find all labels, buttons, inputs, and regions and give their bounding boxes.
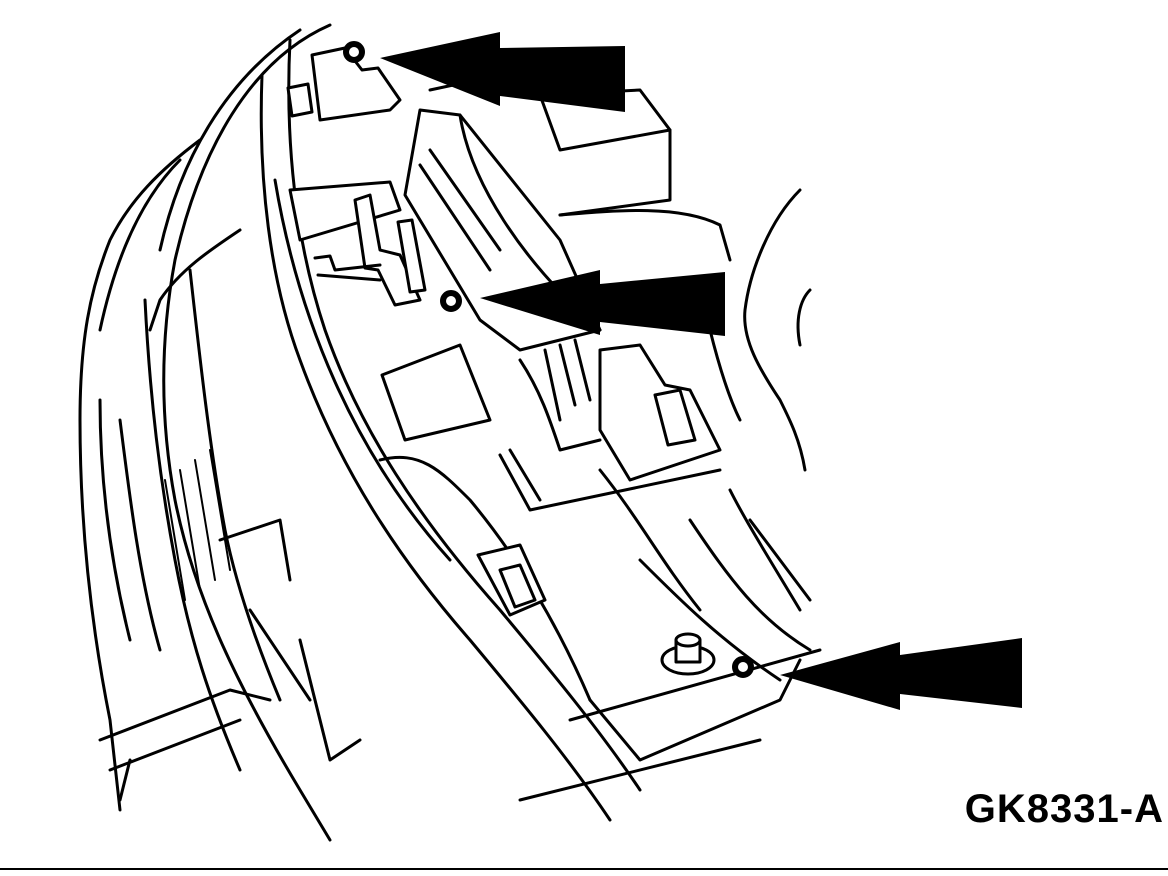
lower-clip — [498, 328, 742, 512]
figure-code: GK8331-A — [964, 787, 1164, 831]
square-pad — [380, 343, 492, 442]
outer-panel-curves — [78, 23, 362, 842]
arrow-left-icon — [380, 32, 625, 112]
callout-arrows — [380, 32, 1022, 710]
stud-post — [660, 632, 716, 676]
right-side-curves — [728, 188, 812, 612]
connector-latch — [288, 180, 427, 307]
fastener-hole-icon — [732, 656, 754, 678]
arrow-left-icon — [480, 270, 725, 336]
fastener-hole-icon — [343, 41, 365, 63]
center-panel — [259, 38, 822, 822]
arrow-left-icon — [780, 638, 1022, 710]
bottom-rule — [0, 868, 1168, 870]
slot-window — [476, 543, 547, 617]
fastener-holes — [343, 41, 754, 678]
fastener-hole-icon — [440, 290, 462, 312]
